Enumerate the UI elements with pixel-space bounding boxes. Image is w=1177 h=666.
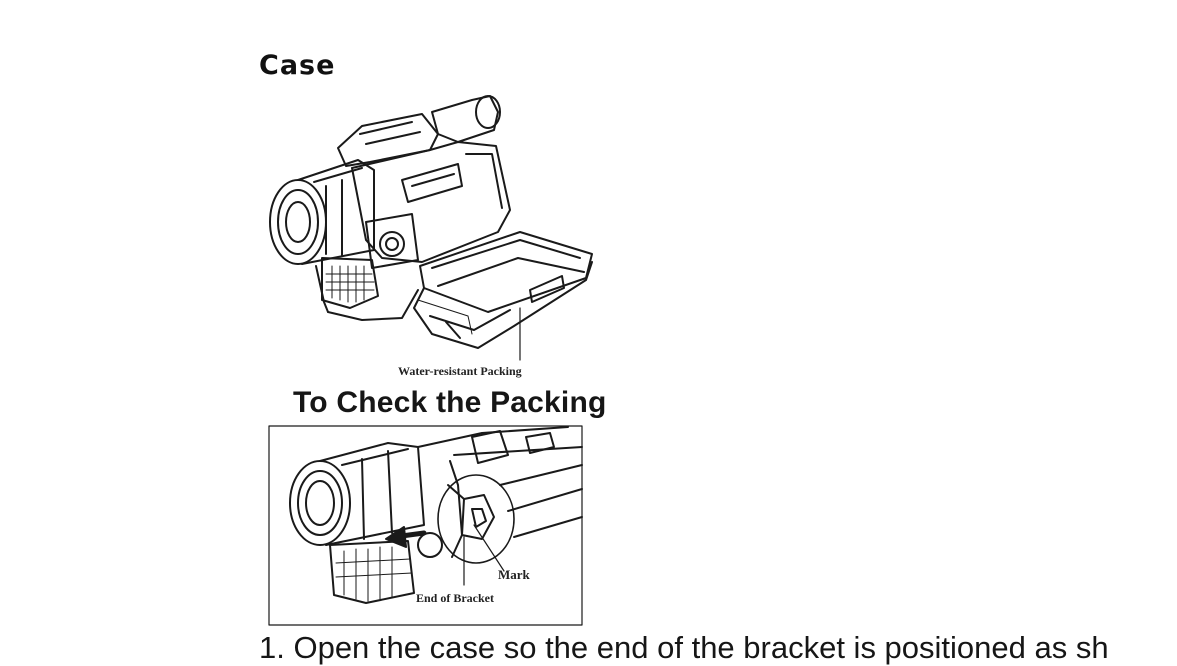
case-illustration: Water-resistant Packing <box>262 90 612 380</box>
step-1-text: 1. Open the case so the end of the brack… <box>259 630 1109 666</box>
check-packing-subheading: To Check the Packing <box>293 386 607 420</box>
end-of-bracket-label: End of Bracket <box>416 591 494 606</box>
mark-label: Mark <box>498 567 530 583</box>
packing-check-illustration: Mark End of Bracket <box>268 425 584 627</box>
camera-in-case-drawing <box>262 90 612 380</box>
water-resistant-packing-label: Water-resistant Packing <box>398 364 522 379</box>
section-heading: Case <box>259 50 335 81</box>
